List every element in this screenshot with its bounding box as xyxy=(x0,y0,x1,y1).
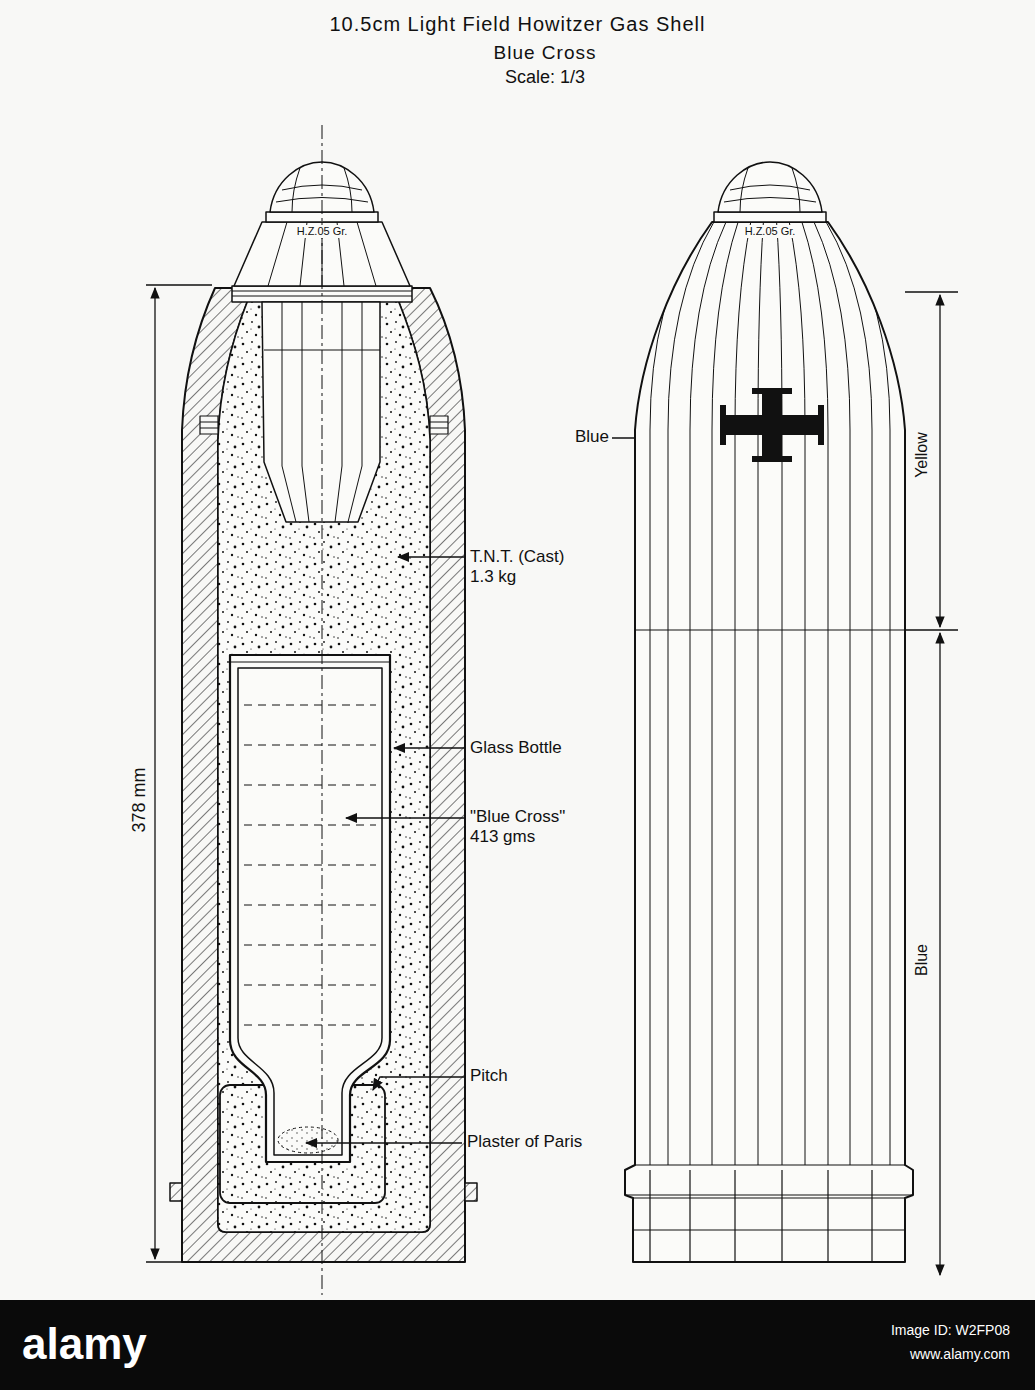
meridian-line xyxy=(789,222,805,1165)
shell-exterior xyxy=(625,162,913,1262)
driving-band xyxy=(465,1183,477,1201)
meridian-line xyxy=(814,222,850,1165)
leader-line xyxy=(394,747,464,748)
meridian-line xyxy=(802,222,828,1165)
watermark-id: Image ID: W2FP08 xyxy=(891,1322,1010,1339)
meridian-line xyxy=(826,222,872,1165)
body-joint xyxy=(200,416,218,434)
blue-cross-mark xyxy=(752,388,792,394)
leader-line xyxy=(398,556,464,557)
leader-line xyxy=(306,1142,462,1143)
title-block: 10.5cm Light Field Howitzer Gas Shell xyxy=(0,12,1035,36)
plaster-plug xyxy=(278,1127,338,1153)
fuze-marking-box: H.Z.05 Gr. xyxy=(295,225,350,238)
fuze-marking: H.Z.05 Gr. xyxy=(295,225,350,238)
watermark-id-box: Image ID: W2FP08 xyxy=(891,1322,1010,1339)
dimension-line xyxy=(939,295,940,627)
blue-cross-mark xyxy=(724,415,820,435)
colour-band-label-box: Yellow xyxy=(912,432,931,478)
dimension-line xyxy=(939,633,940,1275)
glass-bottle xyxy=(238,668,382,1155)
watermark-logo: alamy xyxy=(22,1318,147,1371)
driving-band xyxy=(170,1183,182,1201)
dimension-line xyxy=(905,292,958,630)
dimension-label: 378 mm xyxy=(129,767,151,832)
blue-cross-mark xyxy=(752,456,792,462)
meridian-line xyxy=(690,222,726,1165)
body-joint xyxy=(430,416,448,434)
center-line xyxy=(322,125,323,1295)
glass-bottle xyxy=(244,705,376,1025)
blue-cross-mark xyxy=(720,388,824,462)
dimension-label-box: 378 mm xyxy=(129,767,151,832)
scale-note: Scale: 1/3 xyxy=(505,67,585,89)
shell-outline xyxy=(625,222,913,1262)
meridian-line xyxy=(735,222,751,1165)
part-label: Pitch xyxy=(470,1066,508,1086)
shell-section xyxy=(170,125,477,1295)
part-label: "Blue Cross" 413 gms xyxy=(470,807,585,848)
fuze xyxy=(714,162,826,222)
colour-band-label: Blue xyxy=(912,944,931,976)
colour-band-label-box: Blue xyxy=(912,944,931,976)
part-label: Plaster of Paris xyxy=(467,1132,582,1152)
subtitle: Blue Cross xyxy=(494,42,597,65)
colour-label: Blue xyxy=(575,427,609,447)
watermark-url: www.alamy.com xyxy=(910,1346,1010,1363)
glass-bottle xyxy=(230,655,390,1162)
fuze-marking-box: H.Z.05 Gr. xyxy=(743,225,798,238)
meridian-line xyxy=(777,222,782,1165)
meridian-line xyxy=(712,222,738,1165)
colour-band-label: Yellow xyxy=(912,432,931,478)
glass-bottle xyxy=(230,655,390,1162)
watermark-url-box: www.alamy.com xyxy=(910,1346,1010,1363)
fuze-marking: H.Z.05 Gr. xyxy=(743,225,798,238)
meridian-line xyxy=(836,222,890,1165)
leader-line xyxy=(373,1077,464,1090)
meridian-line xyxy=(758,222,763,1165)
shell-wall xyxy=(182,288,465,1262)
part-label-box: Plaster of Paris xyxy=(467,1132,582,1152)
glass-bottle xyxy=(230,661,390,662)
part-label: T.N.T. (Cast) 1.3 kg xyxy=(470,547,588,588)
watermark-bar xyxy=(0,1300,1035,1390)
scale-note-box: Scale: 1/3 xyxy=(505,67,585,89)
paper-ground xyxy=(0,0,1035,1300)
band-line xyxy=(625,630,913,1262)
colour-label-box: Blue xyxy=(575,427,609,447)
diagram-title: 10.5cm Light Field Howitzer Gas Shell xyxy=(329,12,705,36)
part-label-box: T.N.T. (Cast) 1.3 kg xyxy=(470,547,588,588)
gaine xyxy=(262,302,380,522)
part-label-box: Pitch xyxy=(470,1066,508,1086)
dimension-line xyxy=(146,285,212,1262)
meridian-line xyxy=(650,222,890,1165)
part-label-box: "Blue Cross" 413 gms xyxy=(470,807,585,848)
body-joint xyxy=(430,422,448,428)
fuze xyxy=(714,212,826,222)
leader-line xyxy=(346,817,464,818)
gaine xyxy=(262,302,380,522)
blue-cross-mark xyxy=(720,405,726,445)
body-joint xyxy=(200,422,218,428)
dimension-line xyxy=(154,288,155,1259)
fuze xyxy=(718,162,822,212)
meridian-line xyxy=(668,222,714,1165)
watermark-logo-box: alamy xyxy=(22,1318,147,1371)
fuze xyxy=(724,168,816,212)
part-label: Glass Bottle xyxy=(470,738,562,758)
subtitle-box: Blue Cross xyxy=(494,42,597,65)
tnt-filling xyxy=(218,300,430,1232)
blue-cross-mark xyxy=(818,405,824,445)
meridian-line xyxy=(650,222,704,1165)
part-label-box: Glass Bottle xyxy=(470,738,562,758)
